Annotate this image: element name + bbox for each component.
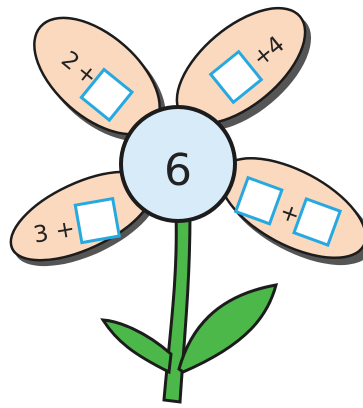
right-leaf bbox=[179, 285, 276, 372]
left-leaf bbox=[103, 320, 171, 372]
stem bbox=[164, 214, 190, 402]
center-number: 6 bbox=[164, 145, 192, 196]
stem-and-leaves bbox=[103, 214, 276, 402]
flower-center: 6 bbox=[121, 107, 235, 221]
bottom-left-answer-box bbox=[75, 199, 119, 243]
